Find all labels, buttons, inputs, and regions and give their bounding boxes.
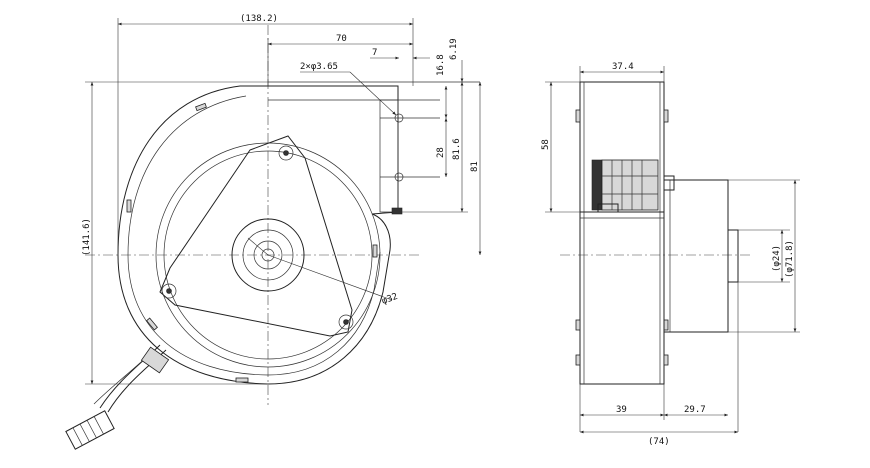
- hole-pitch-label: 28: [436, 147, 446, 158]
- hub-outer: [231, 218, 305, 292]
- flange-tab: [663, 319, 669, 331]
- outlet-offset-label: 70: [336, 34, 347, 44]
- hub-diameter-side-label: (φ24): [772, 245, 782, 272]
- housing-depth-label: 39: [616, 405, 627, 415]
- motor-body: [663, 179, 729, 333]
- flange-tab: [663, 354, 669, 366]
- connector: [65, 410, 115, 450]
- overall-height-label: (141.6): [82, 218, 92, 256]
- rim-clip: [126, 199, 132, 213]
- motor-depth-label: 29.7: [684, 405, 706, 415]
- height-b-label: 81: [470, 161, 480, 172]
- outlet-height-label: 58: [541, 139, 551, 150]
- hub-diameter-label: φ32: [381, 292, 400, 307]
- rim-clip: [146, 317, 158, 331]
- cable-harness: [93, 344, 170, 413]
- housing-inner-outline: [127, 95, 381, 376]
- rim-clip: [372, 244, 378, 258]
- shaft: [261, 248, 275, 262]
- mount-holes-label: 2×φ3.65: [300, 62, 338, 72]
- side-view: 37.4 58 (φ24) (φ71.8) 39 29.7 (74): [541, 62, 800, 447]
- motor-hub: [727, 229, 739, 283]
- flange-tab: [575, 109, 581, 123]
- housing-outline: [117, 85, 399, 385]
- motor-plate: [159, 135, 353, 337]
- height-a-label: 81.6: [452, 138, 462, 160]
- flange-tab: [663, 109, 669, 123]
- flange-tab: [575, 354, 581, 366]
- outlet-width-label: 37.4: [612, 62, 634, 72]
- side-clip: [663, 175, 675, 191]
- front-view: (138.2) 70 7 2×φ3.65 6.19 16.8 28 81.6 8…: [65, 14, 482, 450]
- inlet-ring-inner: [163, 150, 373, 360]
- rim-clip: [195, 102, 207, 112]
- top-offset-b-label: 16.8: [436, 54, 446, 76]
- outlet-tab: [391, 207, 403, 215]
- hub-diameter-leader: [267, 254, 393, 301]
- housing-side: [579, 81, 665, 385]
- terminal-block: [591, 159, 659, 213]
- front-dimensions: [85, 18, 482, 385]
- plate-screw-left: [161, 283, 177, 299]
- hole-offset-label: 7: [372, 48, 377, 58]
- plate-screw-top: [278, 145, 294, 161]
- plate-screw-right: [338, 314, 354, 330]
- flange-tab: [575, 319, 581, 331]
- hub-mid: [242, 229, 294, 281]
- motor-diameter-label: (φ71.8): [785, 240, 795, 278]
- outlet-flange: [379, 99, 399, 213]
- overall-width-label: (138.2): [240, 14, 278, 24]
- top-offset-a-label: 6.19: [449, 38, 459, 60]
- side-dimensions: [545, 66, 800, 434]
- hub-inner: [253, 240, 283, 270]
- rim-clip: [235, 377, 249, 383]
- overall-depth-label: (74): [648, 437, 670, 447]
